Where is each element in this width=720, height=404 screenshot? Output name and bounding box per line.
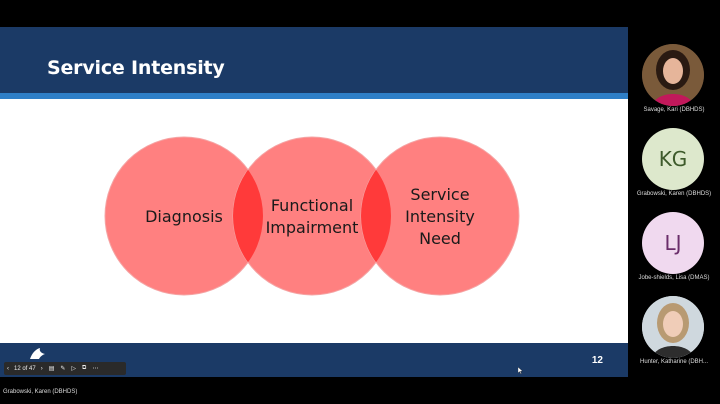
participant-initials: LJ [664, 231, 682, 255]
participant-photo [642, 44, 704, 106]
slide-number: 12 [591, 355, 603, 366]
mouse-cursor-icon [518, 367, 523, 374]
participant-initials: KG [658, 147, 688, 171]
pen-tool-icon[interactable]: ✎ [60, 366, 66, 372]
venn-label-line: Need [419, 229, 461, 248]
participant-name: Hunter, Katharine (DBH... [639, 359, 709, 365]
participant-tile[interactable]: Savage, Kari (DBHDS) [628, 44, 720, 114]
next-slide-icon[interactable]: › [40, 365, 43, 372]
participant-tile[interactable]: Hunter, Katharine (DBH... [628, 296, 720, 366]
presenter-name: Grabowski, Karen (DBHDS) [3, 389, 78, 395]
participant-tile[interactable]: KG Grabowski, Karen (DBHDS) [628, 128, 720, 198]
venn-label-line: Diagnosis [145, 207, 223, 226]
venn-label-line: Intensity [405, 207, 475, 226]
page-indicator: 12 of 47 [14, 365, 36, 372]
participant-panel: Savage, Kari (DBHDS) KG Grabowski, Karen… [628, 27, 720, 377]
more-options-icon[interactable]: ⋯ [92, 366, 99, 372]
slide-thumbnails-icon[interactable]: ▤ [48, 366, 55, 372]
previous-slide-icon[interactable]: ‹ [7, 365, 9, 372]
slide-viewer-toolbar: ‹ 12 of 47 › ▤ ✎ ▷ ⧉ ⋯ [4, 362, 126, 375]
popout-icon[interactable]: ⧉ [82, 365, 87, 371]
venn-label-line: Impairment [266, 218, 359, 237]
participant-photo [642, 296, 704, 358]
venn-label-diagnosis: Diagnosis [145, 207, 223, 226]
participant-name: Grabowski, Karen (DBHDS) [636, 191, 712, 197]
venn-label-line: Service [410, 185, 469, 204]
slide-title: Service Intensity [47, 57, 225, 79]
slide-header: Service Intensity [0, 27, 628, 93]
participant-initials-avatar: LJ [642, 212, 704, 274]
participant-name: Savage, Kari (DBHDS) [643, 107, 705, 113]
presentation-logo-icon [30, 348, 45, 359]
participant-tile[interactable]: LJ Jobe-shields, Lisa (DMAS) [628, 212, 720, 282]
venn-label-line: Functional [271, 196, 353, 215]
participant-name: Jobe-shields, Lisa (DMAS) [638, 275, 710, 281]
slide-header-rule [0, 93, 628, 99]
participant-initials-avatar: KG [642, 128, 704, 190]
video-icon[interactable]: ▷ [71, 366, 77, 372]
